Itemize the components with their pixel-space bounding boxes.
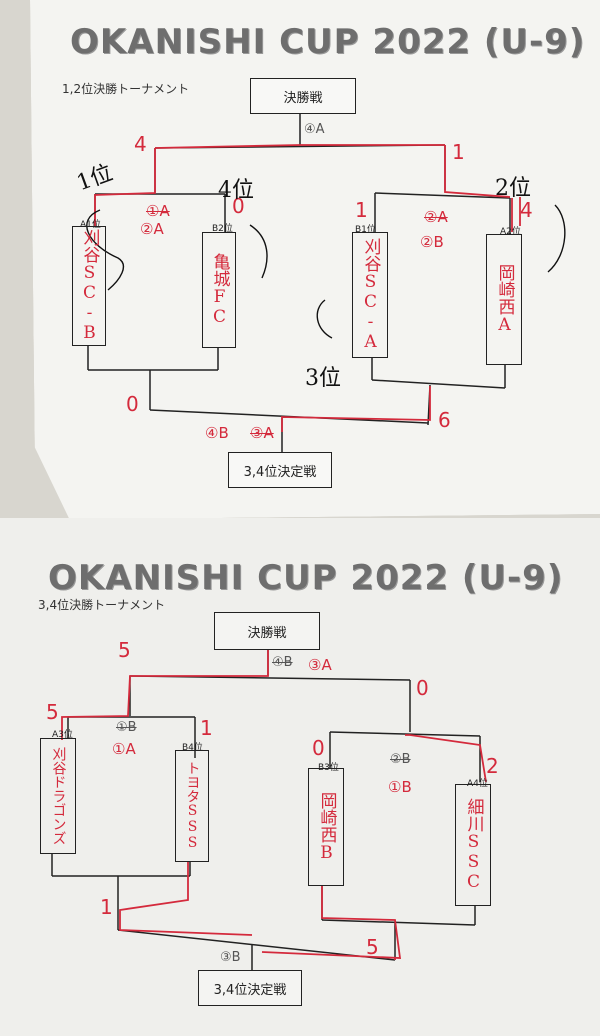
top-score-semi-left-b: 0	[232, 194, 245, 218]
bottom-third-place-box: 3,4位決定戦	[198, 970, 302, 1006]
top-team-b2: 亀城FC	[202, 232, 236, 348]
top-final-code: ④A	[304, 122, 325, 137]
bottom-team-a3: 刈谷ドラゴンズ	[40, 738, 76, 854]
bottom-third-code: ③B	[220, 950, 241, 965]
top-score-semi-right-b: 4	[520, 198, 533, 222]
bottom-final-old-code: ④B	[272, 655, 293, 670]
top-final-box: 決勝戦	[250, 78, 356, 114]
bottom-score-third-left: 1	[100, 895, 113, 919]
bottom-semi-left-code: ①A	[112, 740, 136, 758]
bottom-semi-right-old-code: ②B	[390, 752, 411, 767]
top-subtitle: 1,2位決勝トーナメント	[62, 82, 190, 96]
top-semi-right-old-code: ②A	[424, 208, 448, 226]
top-score-final-right: 1	[452, 140, 465, 164]
top-semi-left-old-code: ①A	[146, 202, 170, 220]
bottom-score-semi-left-a: 5	[46, 700, 59, 724]
bottom-score-semi-left-b: 1	[200, 716, 213, 740]
bottom-semi-left-old-code: ①B	[116, 720, 137, 735]
top-rank-third: 3位	[305, 366, 341, 391]
bottom-final-box: 決勝戦	[214, 612, 320, 650]
top-team-a1: 刈谷SC-B	[72, 226, 106, 346]
top-score-third-left: 0	[126, 392, 139, 416]
top-score-semi-right-a: 1	[355, 198, 368, 222]
top-third-code: ④B	[205, 424, 229, 442]
top-semi-left-code: ②A	[140, 220, 164, 238]
bottom-team-b4: トヨタSSS	[175, 750, 209, 862]
top-seed-b2: B2位	[212, 224, 233, 234]
top-score-third-right: 6	[438, 408, 451, 432]
bottom-score-final-right: 0	[416, 676, 429, 700]
bottom-final-code: ③A	[308, 656, 332, 674]
bottom-seed-b4: B4位	[182, 743, 203, 753]
bottom-subtitle: 3,4位決勝トーナメント	[38, 598, 166, 612]
bottom-score-semi-right-b: 2	[486, 754, 499, 778]
top-team-a2: 岡崎西A	[486, 234, 522, 365]
top-third-old-code: ③A	[250, 424, 274, 442]
bottom-score-third-right: 5	[366, 935, 379, 959]
top-seed-a1: A1位	[80, 220, 101, 230]
top-score-final-left: 4	[134, 132, 147, 156]
bottom-score-final-left: 5	[118, 638, 131, 662]
top-seed-b1: B1位	[355, 225, 376, 235]
bottom-team-a4: 細川SSC	[455, 784, 491, 906]
bottom-semi-right-code: ①B	[388, 778, 412, 796]
top-rank-second: 2位	[495, 176, 531, 201]
top-semi-right-code: ②B	[420, 233, 444, 251]
bottom-title: OKANISHI CUP 2022 (U-9)	[48, 558, 564, 598]
bottom-score-semi-right-a: 0	[312, 736, 325, 760]
top-seed-a2: A2位	[500, 227, 521, 237]
top-team-b1: 刈谷SC-A	[352, 232, 388, 358]
top-title: OKANISHI CUP 2022 (U-9)	[70, 22, 586, 62]
bottom-team-b3: 岡崎西B	[308, 768, 344, 886]
top-third-place-box: 3,4位決定戦	[228, 452, 332, 488]
bottom-seed-a3: A3位	[52, 730, 73, 740]
top-rank-fourth: 4位	[218, 178, 254, 203]
